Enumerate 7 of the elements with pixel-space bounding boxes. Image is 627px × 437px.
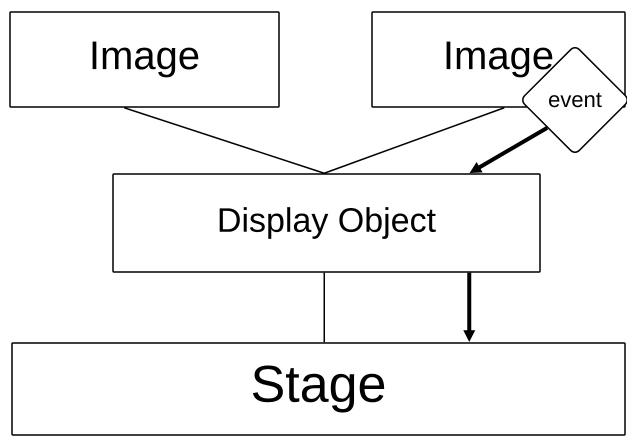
node-label: event <box>549 92 602 108</box>
connector-line <box>324 107 505 174</box>
connector-line <box>324 272 325 342</box>
process-box: Image <box>9 11 280 108</box>
process-box: Stage <box>11 342 626 436</box>
process-box: Display Object <box>112 173 541 273</box>
connector-line <box>124 107 324 174</box>
